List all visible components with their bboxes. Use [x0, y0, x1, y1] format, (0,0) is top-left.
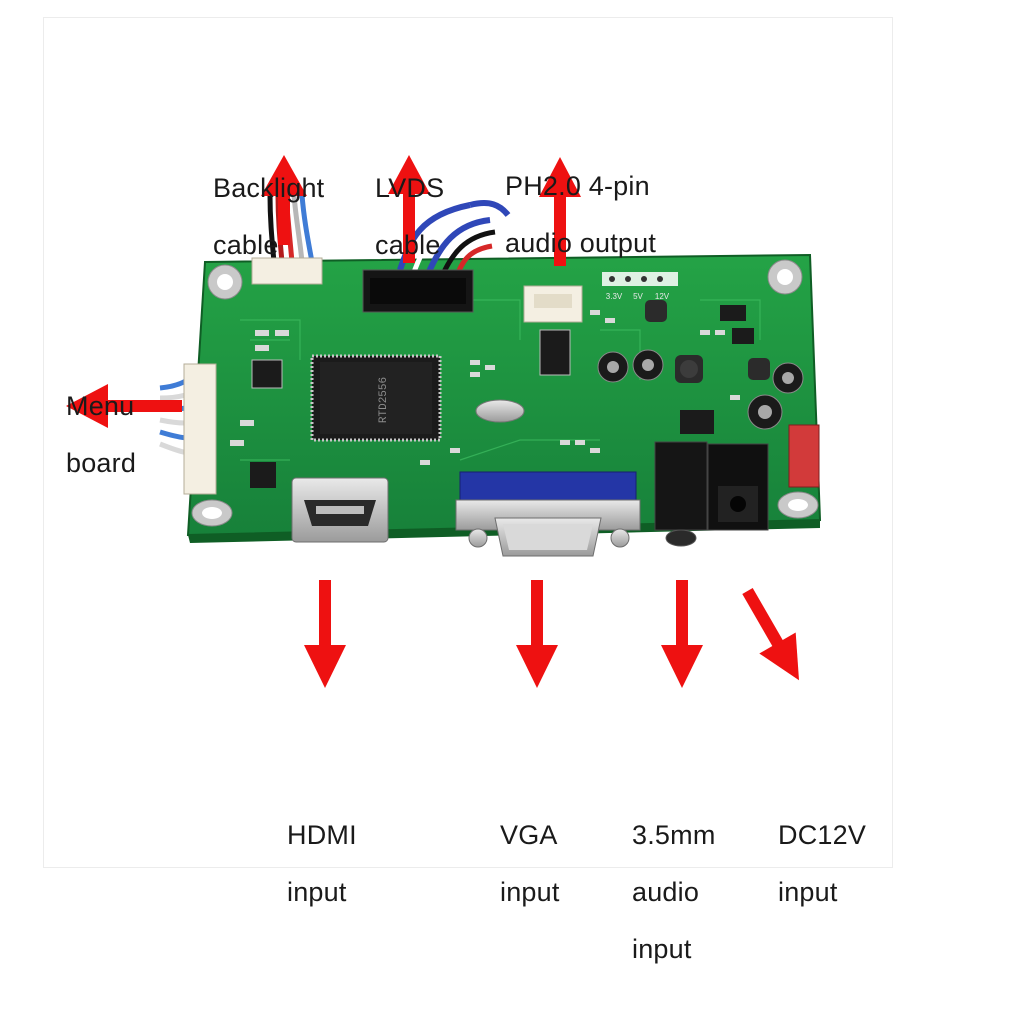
capacitors: [597, 349, 804, 430]
arrow-down-icon: [661, 580, 703, 688]
arrow-down-icon: [516, 580, 558, 688]
arrow-down-icon: [304, 580, 346, 688]
dc-input-jack: [707, 443, 769, 531]
backlight-connector: [251, 194, 323, 285]
arrow-left-icon: [66, 384, 182, 428]
arrow-up-icon: [388, 155, 430, 263]
voltage-label-12v: 12V: [655, 292, 670, 301]
hdmi-port: [291, 477, 389, 543]
lvds-connector: [362, 200, 511, 313]
arrows: [66, 155, 799, 688]
pcb-board: RTD2556 3.3V 5V 12V: [159, 194, 822, 557]
chip-marking: RTD2556: [378, 377, 390, 423]
menu-connector: [159, 363, 217, 495]
voltage-label-3v3: 3.3V: [606, 292, 623, 301]
power-header: [788, 424, 820, 488]
arrow-down-icon: [742, 588, 799, 681]
board-diagram: RTD2556 3.3V 5V 12V: [66, 155, 822, 688]
arrow-up-icon: [261, 155, 307, 245]
voltage-header: 3.3V 5V 12V: [602, 272, 678, 301]
vga-port: [455, 471, 641, 557]
arrow-up-icon: [539, 157, 581, 266]
main-chip: RTD2556: [310, 354, 442, 442]
audio-input-jack: [654, 441, 708, 547]
voltage-label-5v: 5V: [633, 292, 643, 301]
mounting-hole-icon: [191, 259, 819, 527]
